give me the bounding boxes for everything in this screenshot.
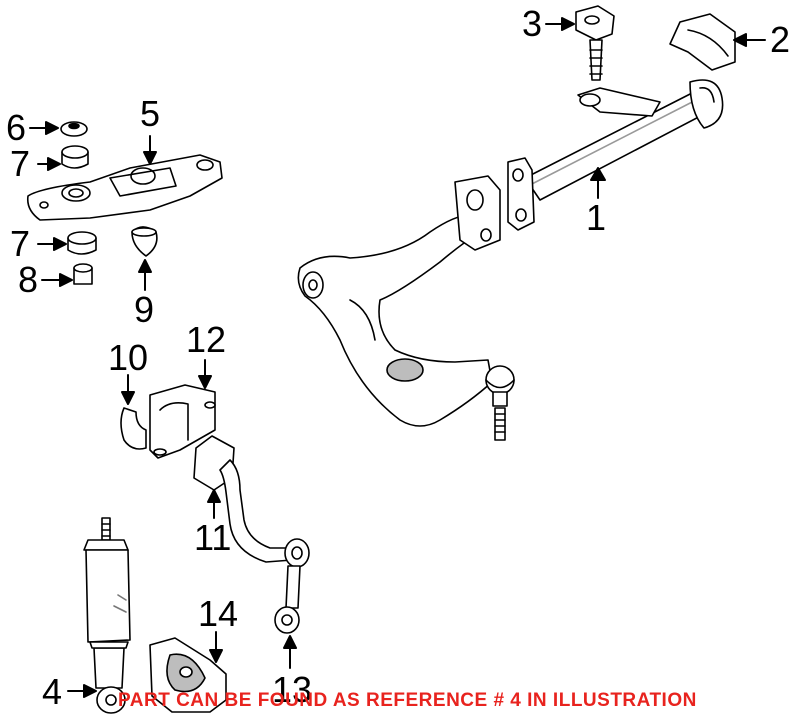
- clamp-part: [149, 384, 216, 459]
- stabilizer-bar-part: [524, 79, 724, 201]
- end-link-part: [274, 606, 300, 634]
- callout-13: 13: [272, 669, 313, 710]
- arrowhead-12: [198, 375, 212, 389]
- arrowhead-7a: [47, 157, 61, 171]
- stabilizer-bracket-part: [669, 13, 736, 71]
- callout-11: 11: [194, 517, 232, 558]
- callout-1: 1: [586, 197, 607, 238]
- bump-stop-part: [131, 226, 158, 257]
- callout-8: 8: [18, 259, 39, 300]
- arrowhead-11: [207, 489, 221, 503]
- sleeve-part: [73, 263, 93, 285]
- callout-10: 10: [108, 337, 149, 378]
- arrowhead-8: [59, 273, 73, 287]
- arrowhead-13: [283, 635, 297, 649]
- shock-absorber-part: [83, 517, 131, 714]
- callout-7-upper: 7: [10, 143, 31, 184]
- mount-bracket-part: [149, 637, 227, 713]
- callout-3: 3: [522, 3, 543, 44]
- mount-plate-part: [26, 154, 223, 221]
- leader-arrows: [29, 17, 766, 698]
- bushing-lower-part: [67, 231, 97, 255]
- callout-12: 12: [186, 319, 227, 360]
- arrowhead-9: [138, 259, 152, 273]
- arrowhead-4: [83, 684, 97, 698]
- callout-7-lower: 7: [10, 223, 31, 264]
- bolt-part: [575, 5, 615, 81]
- arrowhead-7b: [53, 237, 67, 251]
- callout-2: 2: [770, 19, 791, 60]
- arrowhead-1: [590, 167, 606, 181]
- bushing-upper-part: [61, 145, 89, 169]
- callout-9: 9: [134, 289, 155, 330]
- lower-control-arm-part: [297, 157, 535, 441]
- arrowhead-14: [209, 649, 223, 663]
- arrowhead-3: [561, 17, 575, 31]
- callout-6: 6: [6, 107, 27, 148]
- arrowhead-6: [45, 121, 59, 135]
- washer-part: [60, 121, 88, 137]
- sway-link-part: [193, 435, 310, 609]
- reference-note: PART CAN BE FOUND AS REFERENCE # 4 IN IL…: [118, 690, 697, 711]
- bar-bushing-part: [120, 407, 147, 450]
- arrowhead-10: [121, 391, 135, 405]
- callout-4: 4: [42, 671, 63, 712]
- callout-5: 5: [140, 93, 161, 134]
- arrowhead-5: [143, 151, 157, 165]
- arrowhead-2: [733, 33, 747, 47]
- callout-14: 14: [198, 593, 239, 634]
